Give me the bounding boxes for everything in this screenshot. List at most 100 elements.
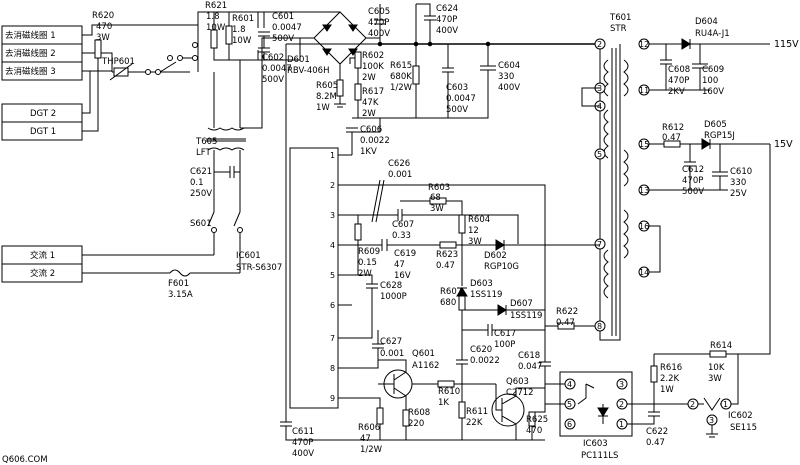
terminal-degauss-1: 去消磁线圈 1 [5, 30, 56, 41]
label-r603-value: 68 [430, 193, 441, 203]
rail-115v: D604 RU4A-J1 C608 470P 2KV C609 100 160V… [649, 17, 799, 97]
capacitor-c622: C622 0.47 [627, 404, 668, 448]
capacitor-c603: C603 0.0047 500V [416, 44, 476, 119]
label-d605-name: D605 [704, 120, 727, 130]
label-r616-name: R616 [660, 363, 682, 373]
label-d602-name: D602 [484, 251, 507, 261]
resistor-r604: R604 12 3W [458, 214, 490, 247]
label-r625-name: R625 [526, 415, 548, 425]
label-d607-name: D607 [510, 299, 533, 309]
label-r601-rating: 10W [232, 36, 252, 46]
label-d601-name: D601 [287, 55, 310, 65]
transformer-t601: T601 STR 2 3 4 5 7 8 12 11 15 13 16 14 [581, 13, 650, 341]
label-c609-rating: 160V [702, 87, 724, 97]
label-c601-value: 0.0047 [272, 23, 302, 33]
resistor-r607: R607 680 [440, 287, 498, 346]
label-t605-name: T605 [195, 137, 217, 147]
capacitor-c601: C601 0.0047 500V [258, 11, 310, 48]
label-c622-value: 0.47 [646, 438, 665, 448]
label-r616-value: 2.2K [660, 374, 680, 384]
label-r625-value: 470 [526, 426, 542, 436]
t601-pin-15: 15 [639, 140, 649, 149]
label-r605-rating: 1W [316, 103, 330, 113]
label-c621-value: 0.1 [190, 178, 204, 188]
label-d604-name: D604 [695, 17, 718, 27]
label-d603-value: 1SS119 [470, 290, 502, 300]
label-r609-name: R609 [358, 247, 380, 257]
terminal-degauss-3: 去消磁线圈 3 [5, 66, 56, 77]
label-r615-rating: 1/2W [390, 83, 413, 93]
label-ic601-type: STR-S6307 [236, 263, 282, 273]
watermark: Q606.COM [2, 455, 48, 465]
ic602-pin-2: 2 [690, 400, 695, 409]
label-r614-rating: 3W [708, 374, 722, 384]
label-c606-rating: 1KV [360, 147, 377, 157]
label-c605-name: C605 [368, 7, 390, 17]
ic601-pin-1: 1 [330, 151, 335, 160]
capacitor-c619: C619 47 16V [352, 239, 440, 281]
label-r603-name: R603 [428, 183, 450, 193]
capacitor-c617: C617 100P [462, 324, 545, 350]
label-c604-name: C604 [498, 61, 520, 71]
label-c610-value: 330 [730, 178, 746, 188]
label-c624-name: C624 [436, 4, 458, 14]
label-ic602-type: SE115 [730, 423, 757, 433]
ic601-pin-2: 2 [330, 181, 335, 190]
label-r617-rating: 2W [362, 109, 376, 119]
ic601-pin-7: 7 [330, 334, 335, 343]
label-c624-rating: 400V [436, 26, 458, 36]
terminal-degauss: 去消磁线圈 1 去消磁线圈 2 去消磁线圈 3 [1, 25, 83, 81]
resistor-r623: R623 0.47 [436, 241, 496, 271]
label-c605-value: 470P [368, 18, 389, 28]
resistor-r611: R611 22K [458, 401, 488, 440]
label-c620-value: 0.0022 [470, 356, 500, 366]
resistor-r615: R615 680K 1/2W [380, 4, 420, 119]
label-c619-value: 47 [394, 260, 405, 270]
label-r623-value: 0.47 [436, 261, 455, 271]
ic601-pin-5: 5 [330, 271, 335, 280]
label-q603-name: Q603 [506, 377, 529, 387]
resistor-r602: R602 100K 2W [349, 51, 384, 83]
resistor-r605: R605 8.2M 1W [316, 79, 346, 113]
label-t605-type: LFT [196, 148, 211, 158]
resistor-r617: R617 47K 2W [352, 68, 384, 119]
ic601-pin-4: 4 [330, 241, 335, 250]
label-r607-name: R607 [440, 287, 462, 297]
label-c610-rating: 25V [730, 189, 747, 199]
label-r608-name: R608 [408, 408, 430, 418]
label-r604-value: 12 [468, 226, 479, 236]
label-q603-value: C2712 [506, 388, 534, 398]
resistor-r608: R608 220 [402, 408, 430, 440]
label-c619-rating: 16V [394, 271, 411, 281]
label-r602-value: 100K [362, 62, 384, 72]
label-d604-value: RU4A-J1 [695, 29, 730, 39]
label-c602-value: 0.0047 [262, 64, 292, 74]
ic603-pin-4: 4 [567, 380, 572, 389]
label-c611-rating: 400V [292, 449, 314, 459]
resistor-r609: R609 0.15 2W [354, 215, 380, 279]
label-r606-value: 47 [360, 434, 371, 444]
label-c628-name: C628 [380, 281, 402, 291]
capacitor-c605: C605 470P 400V [368, 4, 390, 44]
t601-pin-16: 16 [639, 222, 649, 231]
capacitor-c618: C618 0.047 [518, 351, 551, 388]
filter-t605: T605 LFT C621 0.1 250V S601 F601 3.15A [168, 37, 300, 300]
label-c603-rating: 500V [446, 105, 468, 115]
resistor-r603: R603 68 3W [352, 183, 546, 360]
label-r620-name: R620 [92, 11, 114, 21]
t601-pin-13: 13 [639, 186, 649, 195]
label-c603-value: 0.0047 [446, 94, 476, 104]
label-c611-name: C611 [292, 427, 314, 437]
ic602: 2 1 3 IC602 SE115 [654, 354, 757, 438]
capacitor-c604: C604 330 400V [448, 44, 520, 119]
t601-pin-14: 14 [639, 268, 649, 277]
rail-15v: R612 0.47 D605 RGP15J C612 470P 500V C61… [649, 120, 793, 199]
label-c611-value: 470P [292, 438, 313, 448]
capacitor-c626: C626 0.001 [352, 159, 412, 223]
label-r608-value: 220 [408, 419, 424, 429]
capacitor-c624: C624 470P 400V [416, 3, 458, 44]
resistor-r606: R606 47 1/2W [352, 397, 384, 455]
label-t601-name: T601 [609, 13, 631, 23]
capacitor-c620: C620 0.0022 [456, 345, 500, 402]
